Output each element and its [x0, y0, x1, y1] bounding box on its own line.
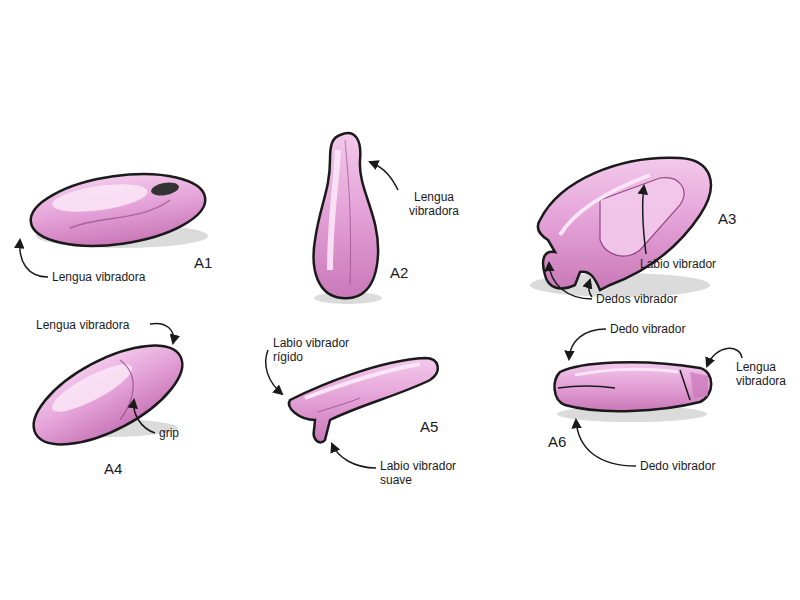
- sketch-a5: [289, 358, 438, 442]
- part-label: Lengua vibradora: [736, 360, 794, 389]
- concept-code: A5: [420, 418, 454, 436]
- concept-code: A3: [718, 210, 752, 228]
- part-label: Dedo vibrador: [610, 322, 720, 336]
- concept-code: A6: [548, 433, 582, 451]
- sketch-a3: [530, 158, 711, 297]
- part-label: Dedos vibrador: [596, 292, 716, 306]
- part-label: Lengua vibradora: [52, 270, 172, 284]
- concept-code: A2: [390, 264, 424, 282]
- part-label: grip: [159, 426, 203, 440]
- part-label: Labio vibrador: [640, 257, 750, 271]
- leader-lines: [20, 162, 742, 468]
- sketch-a4: [19, 326, 197, 465]
- part-label: Labio vibrador suave: [380, 459, 475, 488]
- concept-code: A4: [104, 460, 138, 478]
- part-label: Dedo vibrador: [640, 459, 750, 473]
- part-label: Lengua vibradora: [402, 190, 466, 219]
- sketch-a6: [555, 362, 712, 422]
- part-label: Labio vibrador rígido: [273, 336, 368, 365]
- sketch-a1: [26, 164, 210, 256]
- concept-code: A1: [194, 254, 228, 272]
- part-label: Lengua vibradora: [36, 318, 156, 332]
- sketch-a2: [314, 133, 382, 304]
